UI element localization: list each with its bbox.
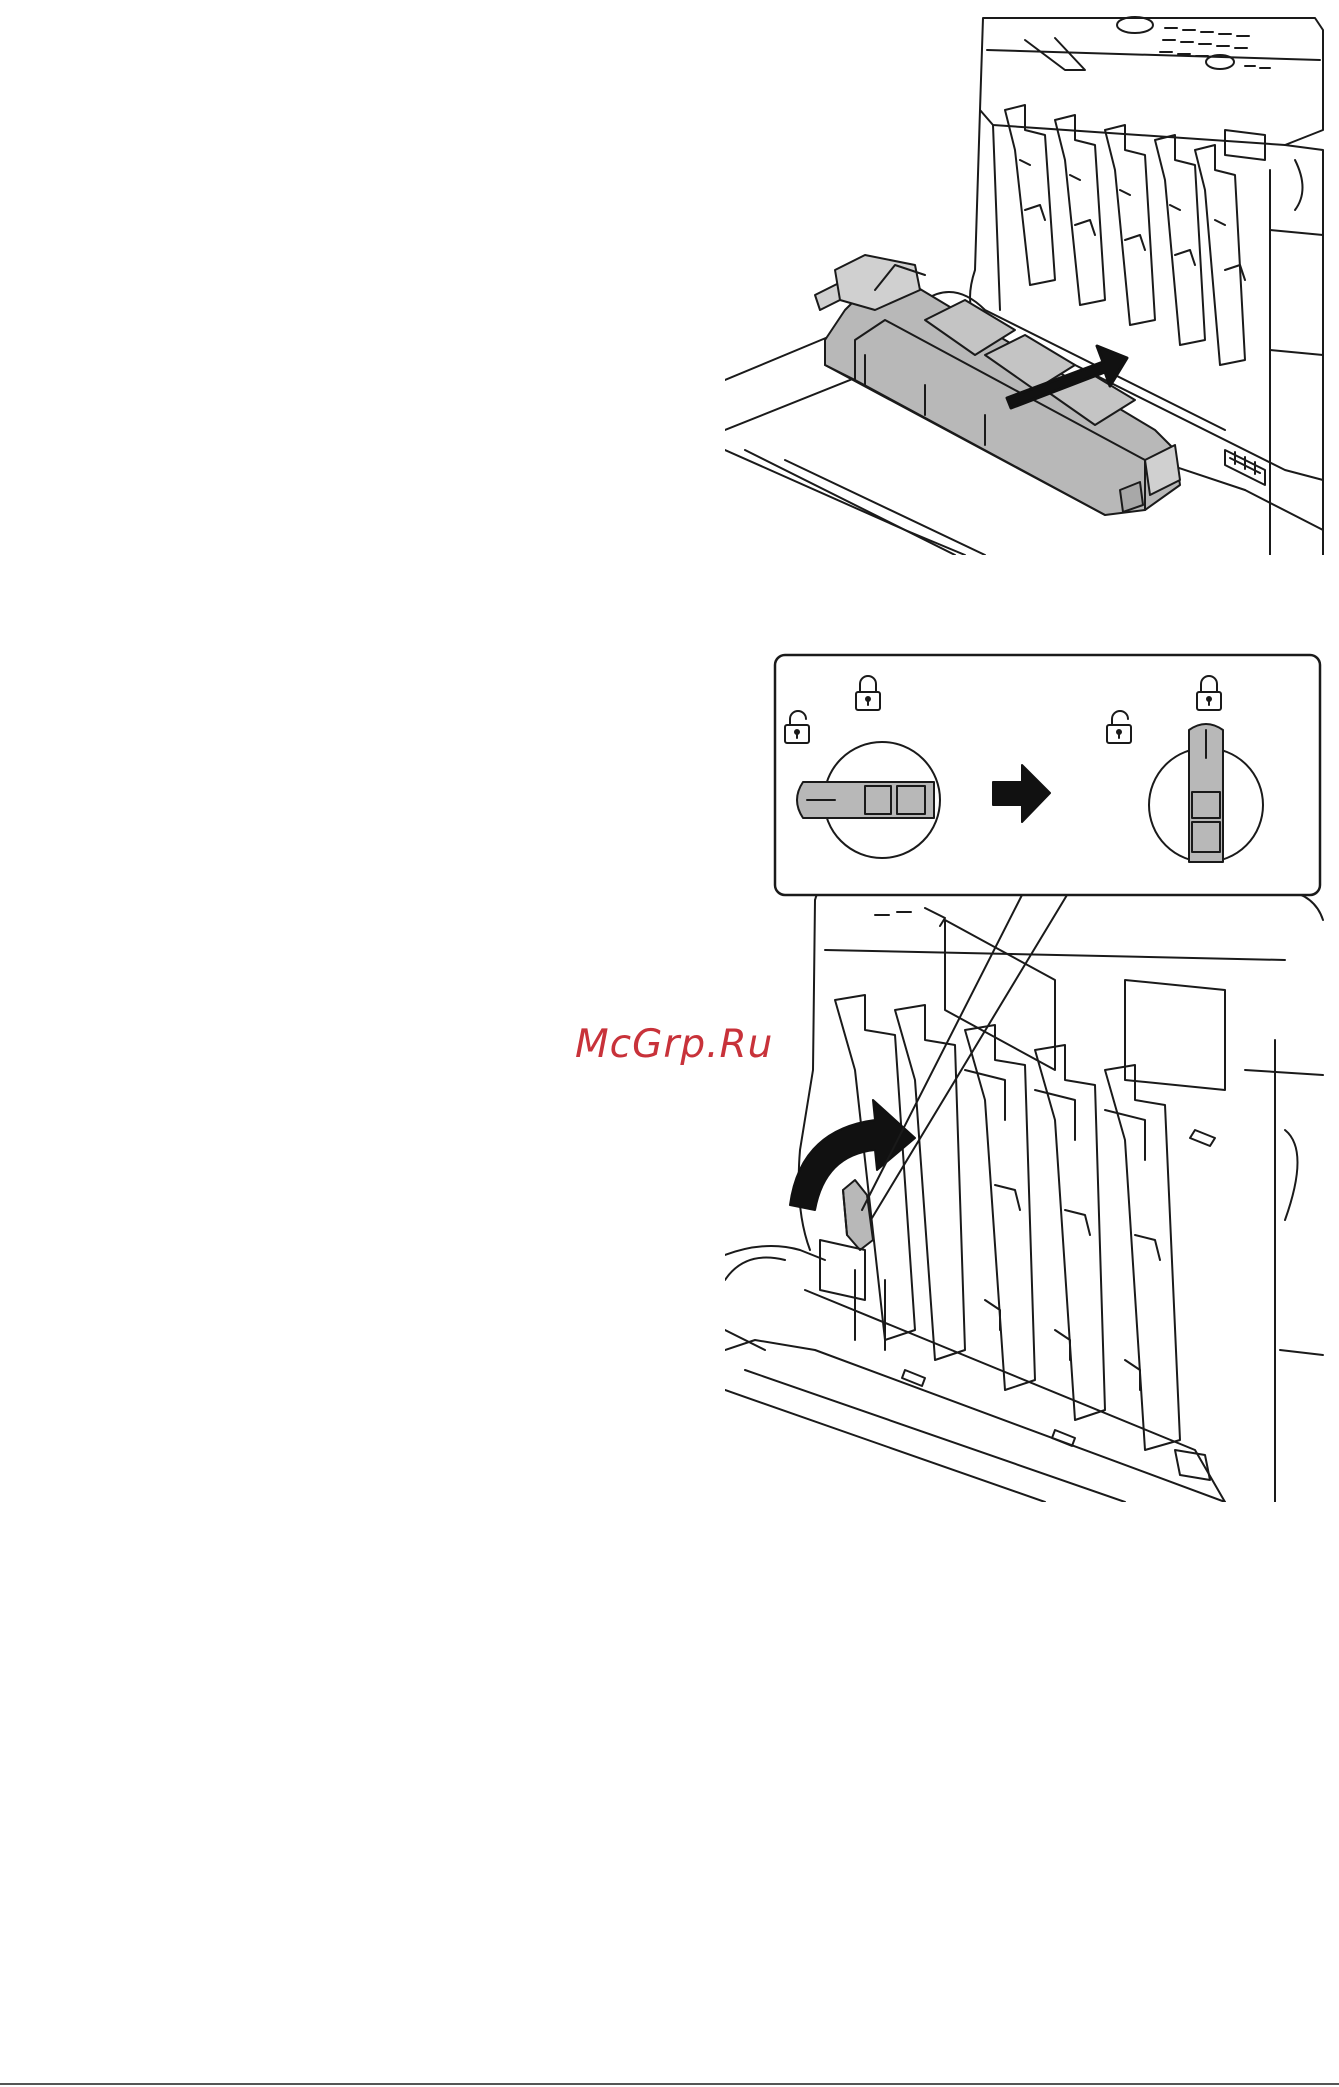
lever-lock-callout [775,655,1320,895]
toner-slots [835,995,1180,1450]
lock-lever-rotation-illustration [725,650,1325,1502]
waste-toner-box [815,255,1180,515]
toner-slots [1005,105,1245,365]
printer-body [799,882,1323,1502]
lock-lever [820,1180,873,1300]
interior-tray [725,1246,1225,1502]
printer-top-panel [980,17,1323,145]
page-bottom-rule [0,2083,1339,2085]
watermark-text: McGrp.Ru [575,1022,773,1067]
waste-toner-box-insertion-illustration [725,10,1325,555]
